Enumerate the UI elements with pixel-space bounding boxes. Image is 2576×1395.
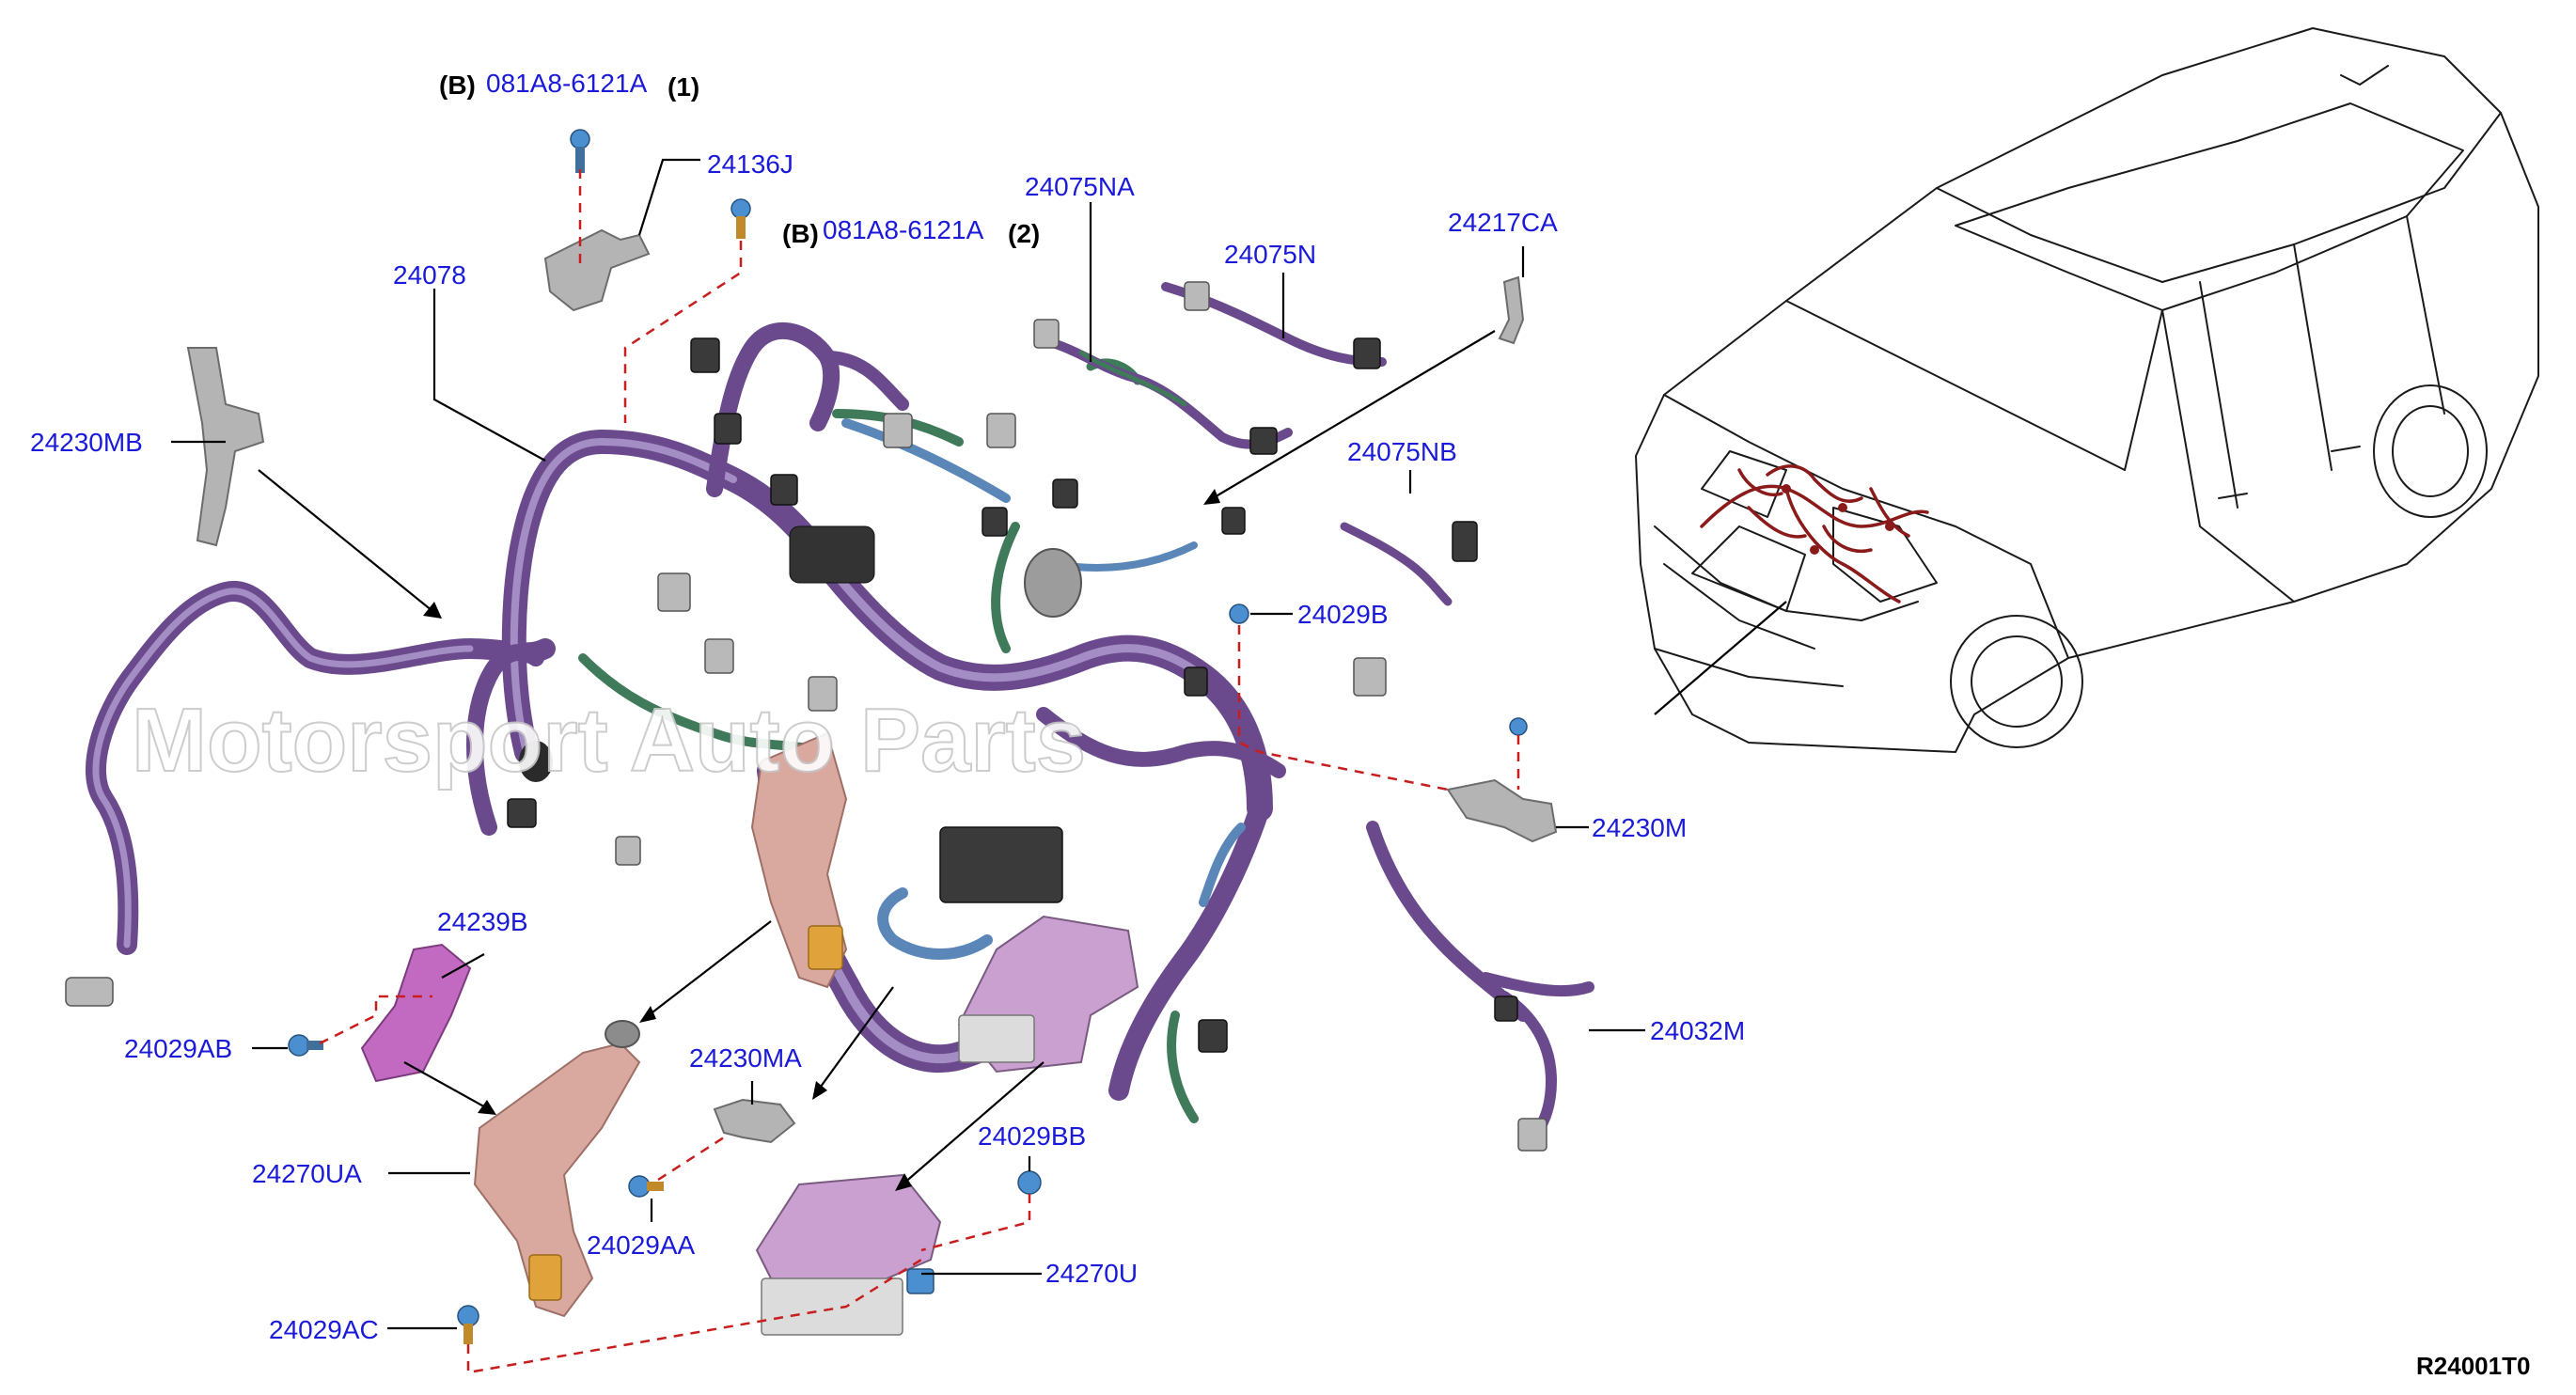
bolts [288,129,1528,1344]
bracket-24230mb [186,347,265,547]
watermark: Motorsport Auto Parts [132,690,1086,791]
fuse-box-24270u-assembled [957,915,1139,1074]
label-24075nb[interactable]: 24075NB [1347,437,1457,466]
reference-code: R24001T0 [2416,1352,2530,1380]
label-24078[interactable]: 24078 [393,260,466,290]
bracket-24239b [360,943,472,1083]
label-081a8-2[interactable]: 081A8-6121A [823,215,984,244]
bolt-24029bb [1017,1170,1042,1195]
label-24029b[interactable]: 24029B [1297,600,1389,629]
label-24029ab[interactable]: 24029AB [124,1034,232,1063]
vehicle-outline [1635,27,2539,753]
label-081a8-2-prefix: (B) [782,219,819,248]
label-24230mb[interactable]: 24230MB [30,428,143,457]
bracket-24230m [1446,778,1558,843]
bolt-24029b [1229,603,1249,624]
label-24239b[interactable]: 24239B [437,907,528,936]
bolt-24029aa [628,1175,664,1198]
vehicle-harness-highlight [1700,464,1929,603]
dashed-install-lines [319,169,1520,1374]
label-24075n[interactable]: 24075N [1224,240,1316,269]
bolt-24029ac [457,1305,479,1344]
label-24029ac[interactable]: 24029AC [269,1315,379,1344]
harness-connectors [65,281,1547,1152]
protector-24270ua-exploded [473,1020,641,1318]
main-harness [86,282,1594,1143]
label-24217ca[interactable]: 24217CA [1448,208,1558,237]
bracket-24217ca [1498,275,1525,345]
label-24136j[interactable]: 24136J [707,149,793,179]
label-081a8-1-prefix: (B) [439,71,476,100]
protector-24270ua-assembled [750,731,848,989]
label-24230ma[interactable]: 24230MA [689,1043,802,1073]
label-24270ua[interactable]: 24270UA [252,1159,362,1188]
bracket-24230ma [713,1098,796,1144]
bolt-24029b-2 [1509,717,1528,736]
part-labels: (B) 081A8-6121A (1) 24136J (B) 081A8-612… [30,69,2530,1380]
fuse-box-24270u-exploded [755,1173,942,1336]
label-24075na[interactable]: 24075NA [1025,172,1135,201]
label-24029bb[interactable]: 24029BB [978,1121,1086,1151]
label-081a8-2-suffix: (2) [1008,219,1040,248]
leader-lines [171,158,1645,1330]
label-24230m[interactable]: 24230M [1592,813,1687,842]
label-24032m[interactable]: 24032M [1650,1016,1745,1045]
label-24029aa[interactable]: 24029AA [587,1230,696,1260]
vehicle-location-leader [1654,601,1787,715]
bracket-24136j [543,228,651,312]
label-081a8-1[interactable]: 081A8-6121A [486,69,648,98]
bolt-081a8-1 [570,129,590,173]
bolt-24029ab [288,1034,323,1057]
bolt-081a8-2 [730,198,751,239]
label-24270u[interactable]: 24270U [1045,1259,1138,1288]
label-081a8-1-suffix: (1) [668,72,699,102]
